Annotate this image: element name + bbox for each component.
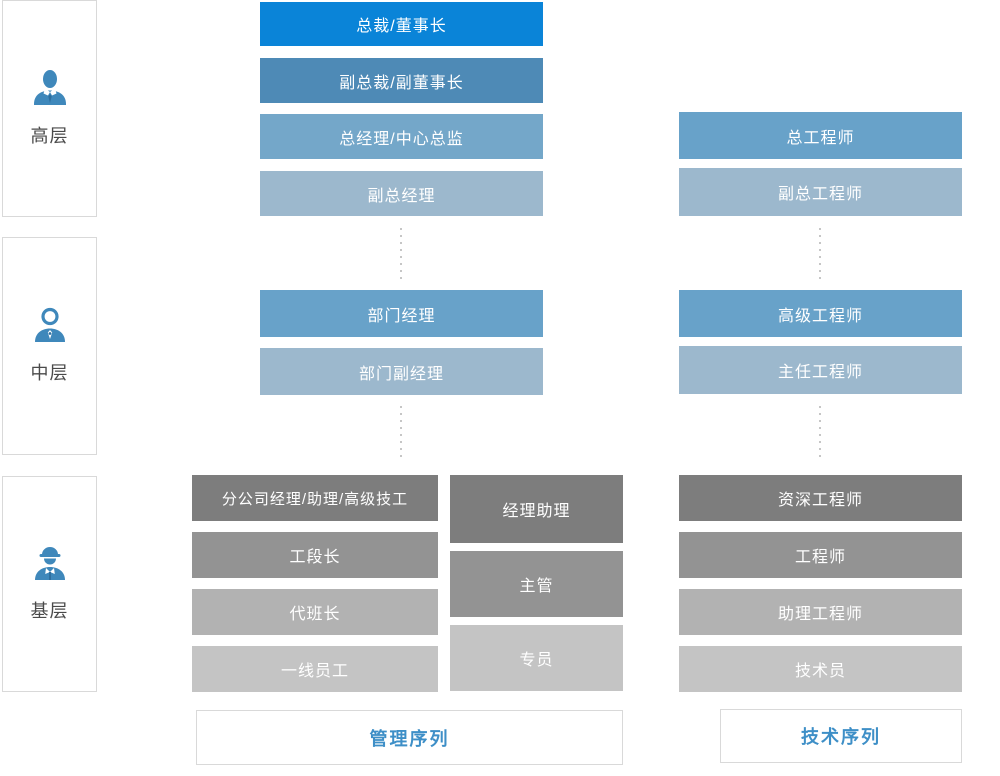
mgmt-bar-supervisor: 主管 (450, 551, 623, 617)
level-label: 高层 (30, 125, 69, 146)
mgmt-bar-deputy-dept-manager: 部门副经理 (260, 348, 543, 395)
tech-bar-deputy-chief-engineer: 副总工程师 (679, 168, 962, 216)
mgmt-bar-frontline-staff: 一线员工 (192, 646, 438, 692)
mgmt-bar-specialist: 专员 (450, 625, 623, 691)
tech-bar-senior-engineer: 高级工程师 (679, 290, 962, 337)
level-box-base: 基层 (2, 476, 97, 692)
dotted-connector (819, 228, 821, 282)
mgmt-bar-general-manager: 总经理/中心总监 (260, 114, 543, 159)
level-box-senior: 高层 (2, 0, 97, 217)
mgmt-bar-branch-manager: 分公司经理/助理/高级技工 (192, 475, 438, 521)
mgmt-bar-shift-leader: 代班长 (192, 589, 438, 635)
tech-bar-chief-engineer: 总工程师 (679, 112, 962, 159)
mgmt-bar-deputy-general-manager: 副总经理 (260, 171, 543, 216)
level-box-middle: 中层 (2, 237, 97, 455)
worker-icon (34, 547, 65, 580)
management-sequence-label: 管理序列 (196, 710, 623, 765)
tech-bar-chief-of-staff-engineer: 主任工程师 (679, 346, 962, 394)
mgmt-bar-president: 总裁/董事长 (260, 2, 543, 46)
technical-sequence-label: 技术序列 (720, 709, 962, 763)
level-label: 中层 (30, 363, 69, 383)
dotted-connector (819, 406, 821, 460)
mgmt-bar-manager-assistant: 经理助理 (450, 475, 623, 543)
tech-bar-assistant-engineer: 助理工程师 (679, 589, 962, 635)
manager-icon (34, 307, 65, 342)
tech-bar-expert-engineer: 资深工程师 (679, 475, 962, 521)
dotted-connector (400, 406, 402, 460)
tech-bar-engineer: 工程师 (679, 532, 962, 578)
level-label: 基层 (30, 601, 69, 621)
executive-icon (33, 69, 66, 105)
mgmt-bar-dept-manager: 部门经理 (260, 290, 543, 337)
dotted-connector (400, 228, 402, 282)
tech-bar-technician: 技术员 (679, 646, 962, 692)
mgmt-bar-vice-president: 副总裁/副董事长 (260, 58, 543, 103)
mgmt-bar-section-chief: 工段长 (192, 532, 438, 578)
